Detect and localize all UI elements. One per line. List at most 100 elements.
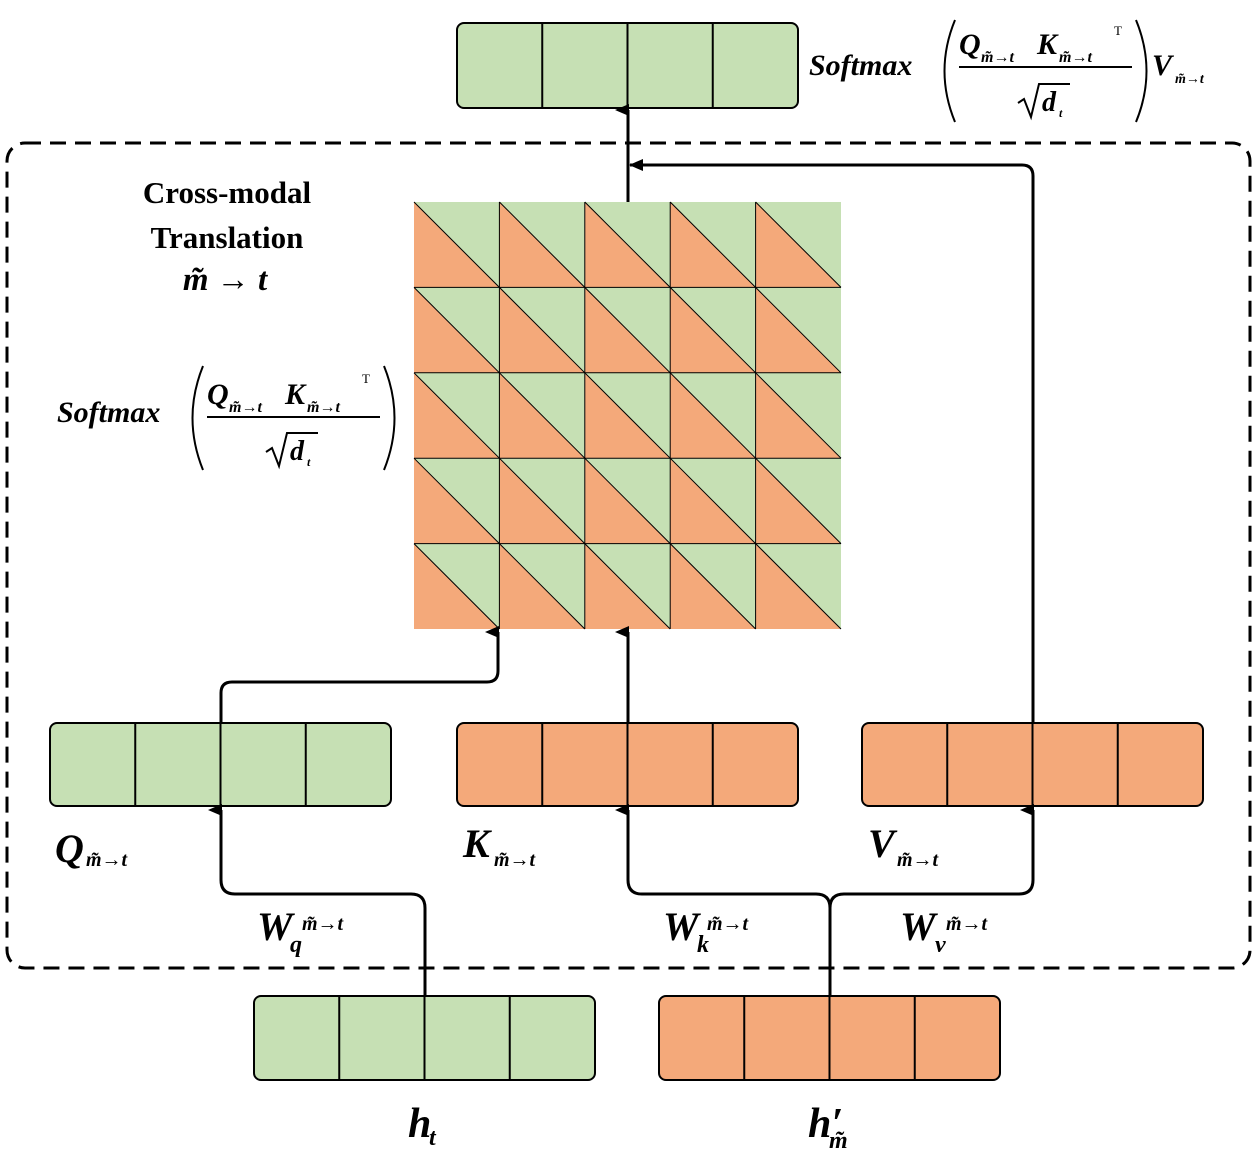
attention-cell-diagonal xyxy=(584,287,671,374)
key-label-subscript: m̃→t xyxy=(494,849,537,871)
attention-cell xyxy=(755,457,842,544)
attention-cell xyxy=(669,457,756,544)
attention-cell-diagonal xyxy=(669,201,756,288)
attention-cell xyxy=(499,201,586,288)
attention-cell-diagonal xyxy=(584,543,671,630)
value-symbol-top: V xyxy=(1152,49,1175,82)
attention-cell xyxy=(584,543,671,630)
output-formula: Softmax Q m̃→t K m̃→t T d t V m̃→t xyxy=(809,19,1205,123)
attention-cell-diagonal xyxy=(413,287,500,374)
key-symbol: K xyxy=(284,378,307,411)
attention-cell-diagonal xyxy=(755,287,842,374)
sqrt-sign-top xyxy=(1017,83,1070,121)
value-label-subscript: m̃→t xyxy=(897,849,940,871)
text-input-subscript: t xyxy=(429,1125,437,1151)
value-vector xyxy=(861,722,1204,807)
wq-symbol: W xyxy=(257,904,295,949)
attention-cell xyxy=(499,543,586,630)
attention-cell xyxy=(669,372,756,459)
attention-cell-diagonal xyxy=(584,372,671,459)
key-subscript: m̃→t xyxy=(307,399,340,416)
softmax-label-top: Softmax xyxy=(809,49,912,82)
query-subscript: m̃→t xyxy=(229,399,262,416)
attention-cell-diagonal xyxy=(755,543,842,630)
wq-superscript: m̃→t xyxy=(302,913,345,935)
attention-cell-diagonal xyxy=(584,201,671,288)
attention-cell-diagonal xyxy=(413,457,500,544)
attention-cell xyxy=(669,287,756,374)
attention-cell-diagonal xyxy=(669,372,756,459)
modal-input-label: h′ xyxy=(808,1101,843,1147)
attention-cell-diagonal xyxy=(499,287,586,374)
attention-cell xyxy=(413,457,500,544)
attention-cell-diagonal xyxy=(669,287,756,374)
modal-input-vector xyxy=(658,995,1001,1081)
left-paren xyxy=(191,365,204,471)
attention-cell xyxy=(413,543,500,630)
attention-cell-diagonal xyxy=(755,201,842,288)
text-input-label: h xyxy=(408,1101,431,1147)
attention-cell xyxy=(584,201,671,288)
attention-cell xyxy=(584,457,671,544)
attention-cell xyxy=(755,543,842,630)
attention-cell-diagonal xyxy=(755,372,842,459)
query-symbol: Q xyxy=(207,378,229,411)
arrow-value-to-output xyxy=(629,159,1035,723)
arrow-text-to-query xyxy=(208,804,427,996)
wv-superscript: m̃→t xyxy=(946,913,989,935)
right-paren xyxy=(383,365,396,471)
attention-cell xyxy=(669,543,756,630)
wk-superscript: m̃→t xyxy=(707,913,750,935)
attention-cell xyxy=(413,287,500,374)
input-labels: h t h′ m̃ xyxy=(408,1101,848,1154)
attention-cell-diagonal xyxy=(413,201,500,288)
wq-subscript: q xyxy=(290,932,302,958)
right-paren-top xyxy=(1135,19,1148,123)
attention-cell-diagonal xyxy=(499,201,586,288)
dimension-symbol: d xyxy=(290,436,305,467)
module-title-direction: m̃ → t xyxy=(183,262,268,298)
value-subscript-top: m̃→t xyxy=(1175,72,1205,87)
qkv-labels: Q m̃→t K m̃→t V m̃→t xyxy=(55,821,940,871)
wv-subscript: v xyxy=(935,932,946,958)
left-paren-top xyxy=(943,19,956,123)
text-input-vector xyxy=(253,995,596,1081)
attention-cell xyxy=(413,372,500,459)
attention-cell xyxy=(499,457,586,544)
dimension-symbol-top: d xyxy=(1042,87,1057,118)
attention-cell xyxy=(584,287,671,374)
attention-weights-formula: Softmax Q m̃→t K m̃→t T d t xyxy=(57,365,396,471)
arrow-query-to-matrix xyxy=(219,626,500,723)
attention-cell xyxy=(755,372,842,459)
transpose-mark: T xyxy=(362,371,370,386)
dimension-subscript: t xyxy=(307,455,311,469)
connectors xyxy=(208,104,1035,996)
attention-matrix xyxy=(413,201,842,630)
key-symbol-top: K xyxy=(1036,28,1059,61)
query-symbol-top: Q xyxy=(959,28,981,61)
query-label-subscript: m̃→t xyxy=(86,849,129,871)
attention-cell xyxy=(755,287,842,374)
dimension-subscript-top: t xyxy=(1059,106,1063,120)
attention-cell xyxy=(499,287,586,374)
attention-cell-diagonal xyxy=(669,543,756,630)
weight-labels: W q m̃→t W k m̃→t W v m̃→t xyxy=(257,904,989,958)
attention-cell-diagonal xyxy=(499,457,586,544)
attention-cell-diagonal xyxy=(499,372,586,459)
module-title-line1: Cross-modal xyxy=(143,175,312,210)
transpose-mark-top: T xyxy=(1114,23,1122,38)
query-label: Q xyxy=(55,826,84,871)
attention-cell-diagonal xyxy=(669,457,756,544)
arrow-modal-to-value xyxy=(828,804,1035,909)
attention-cell xyxy=(584,372,671,459)
key-label: K xyxy=(462,821,492,866)
attention-cell xyxy=(499,372,586,459)
attention-cell-diagonal xyxy=(755,457,842,544)
attention-cell-diagonal xyxy=(413,372,500,459)
module-title-line2: Translation xyxy=(151,220,304,255)
key-subscript-top: m̃→t xyxy=(1059,49,1092,66)
attention-cell xyxy=(755,201,842,288)
module-title: Cross-modal Translation m̃ → t xyxy=(143,175,312,298)
attention-cell-diagonal xyxy=(413,543,500,630)
